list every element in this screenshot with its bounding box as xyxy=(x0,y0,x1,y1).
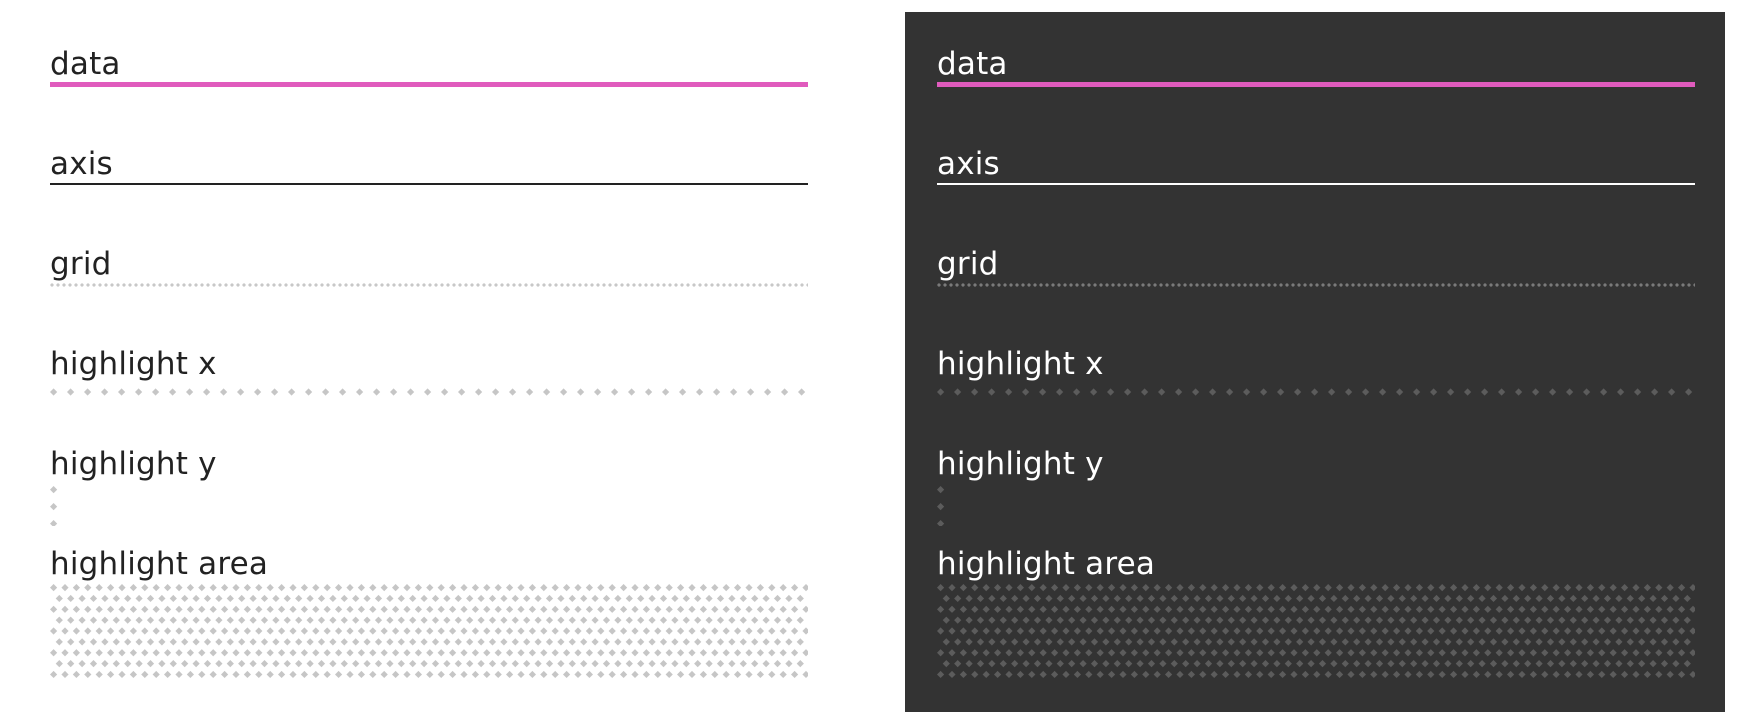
axis-label: axis xyxy=(937,146,1000,182)
axis-style-sample: axis xyxy=(50,146,808,206)
data-line xyxy=(50,82,808,87)
highlight-area-pattern xyxy=(937,584,1695,680)
grid-line xyxy=(50,283,808,287)
data-style-sample: data xyxy=(50,46,808,106)
highlight-area-pattern xyxy=(50,584,808,680)
highlight-y-pattern xyxy=(50,486,60,526)
highlight-x-label: highlight x xyxy=(50,346,217,382)
highlight-x-label: highlight x xyxy=(937,346,1104,382)
grid-style-sample: grid xyxy=(50,246,808,306)
highlight-y-label: highlight y xyxy=(50,446,217,482)
axis-label: axis xyxy=(50,146,113,182)
axis-line xyxy=(937,183,1695,185)
highlight-area-style-sample: highlight area xyxy=(50,546,808,696)
axis-line xyxy=(50,183,808,185)
highlight-y-style-sample: highlight y xyxy=(937,446,1695,526)
dark-theme-panel: data axis grid highlight x highlight y h… xyxy=(905,12,1725,712)
highlight-x-style-sample: highlight x xyxy=(50,346,808,406)
data-label: data xyxy=(937,46,1008,82)
grid-label: grid xyxy=(937,246,999,282)
highlight-area-label: highlight area xyxy=(50,546,269,582)
highlight-x-style-sample: highlight x xyxy=(937,346,1695,406)
highlight-y-label: highlight y xyxy=(937,446,1104,482)
light-theme-panel: data axis grid highlight x highlight y h… xyxy=(0,12,860,712)
data-line xyxy=(937,82,1695,87)
grid-label: grid xyxy=(50,246,112,282)
grid-style-sample: grid xyxy=(937,246,1695,306)
highlight-y-pattern xyxy=(937,486,947,526)
highlight-x-pattern xyxy=(937,387,1695,397)
data-label: data xyxy=(50,46,121,82)
grid-line xyxy=(937,283,1695,287)
highlight-area-label: highlight area xyxy=(937,546,1156,582)
axis-style-sample: axis xyxy=(937,146,1695,206)
highlight-x-pattern xyxy=(50,387,808,397)
highlight-y-style-sample: highlight y xyxy=(50,446,808,526)
highlight-area-style-sample: highlight area xyxy=(937,546,1695,696)
data-style-sample: data xyxy=(937,46,1695,106)
